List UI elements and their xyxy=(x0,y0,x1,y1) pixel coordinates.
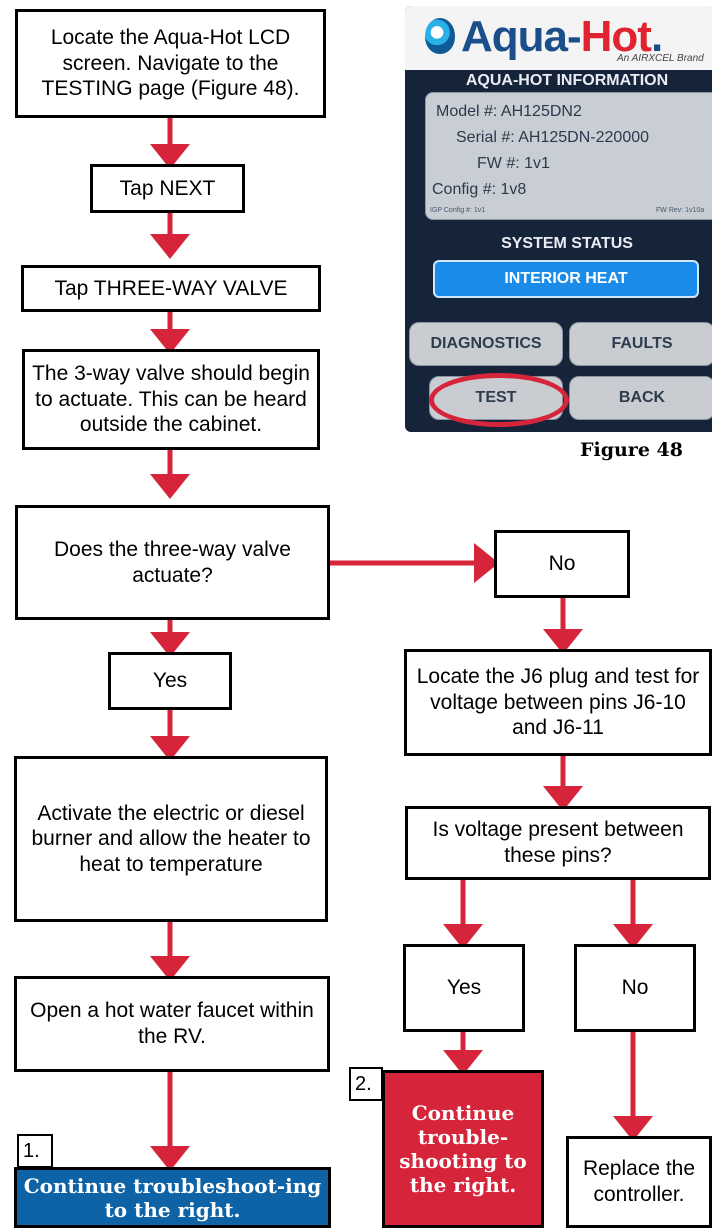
yes-left-box: Yes xyxy=(108,652,232,710)
info-title: AQUA-HOT INFORMATION xyxy=(465,72,669,89)
valve-actuate-box: The 3-way valve should begin to actuate.… xyxy=(22,349,320,450)
question-actuate-box: Does the three-way valve actuate? xyxy=(15,505,330,620)
locate-j6-box: Locate the J6 plug and test for voltage … xyxy=(404,649,712,756)
question-actuate-text: Does the three-way valve actuate? xyxy=(54,537,291,587)
water-drop-icon xyxy=(425,18,455,54)
faults-button[interactable]: FAULTS xyxy=(569,322,712,366)
diagnostics-button[interactable]: DIAGNOSTICS xyxy=(409,322,563,366)
yes-right-text: Yes xyxy=(446,976,482,1000)
replace-controller-box: Replace the controller. xyxy=(566,1136,712,1228)
question-voltage-text: Is voltage present between these pins? xyxy=(432,818,684,867)
no-right-text: No xyxy=(621,976,649,1000)
tap-next-box: Tap NEXT xyxy=(90,164,245,213)
step1-number: 1. xyxy=(17,1134,53,1168)
valve-actuate-text: The 3-way valve should begin to actuate.… xyxy=(32,362,310,437)
step2-number: 2. xyxy=(349,1067,383,1101)
activate-burner-text: Activate the electric or diesel burner a… xyxy=(31,801,311,876)
system-status-label: SYSTEM STATUS xyxy=(501,235,633,252)
no-left-box: No xyxy=(494,530,630,598)
activate-burner-box: Activate the electric or diesel burner a… xyxy=(14,756,328,922)
step1-text: Continue troubleshoot-ing to the right. xyxy=(23,1173,322,1222)
step2-text: Continue trouble-shooting to the right. xyxy=(399,1101,527,1197)
no-left-text: No xyxy=(548,552,576,576)
brand-logo: Aqua-Hot. xyxy=(461,12,663,61)
fw-rev: FW Rev: 1v10a xyxy=(656,207,705,214)
replace-controller-text: Replace the controller. xyxy=(582,1157,696,1206)
step1-box: Continue troubleshoot-ing to the right. xyxy=(14,1167,331,1228)
yes-left-text: Yes xyxy=(152,669,188,693)
test-highlight-circle xyxy=(429,373,569,427)
brand-subtitle: An AIRXCEL Brand xyxy=(617,53,704,64)
fw-number: FW #: 1v1 xyxy=(477,155,550,172)
info-panel: Model #: AH125DN2 Serial #: AH125DN-2200… xyxy=(425,92,712,220)
igp-config: IGP Config #: 1v1 xyxy=(430,207,486,214)
model-number: Model #: AH125DN2 xyxy=(436,103,582,120)
step2-box: Continue trouble-shooting to the right. xyxy=(382,1070,544,1228)
interior-heat-button[interactable]: INTERIOR HEAT xyxy=(433,260,699,298)
config-number: Config #: 1v8 xyxy=(432,181,527,198)
locate-screen-text: Locate the Aqua-Hot LCD screen. Navigate… xyxy=(41,26,300,101)
yes-right-box: Yes xyxy=(403,944,525,1032)
tap-valve-text: Tap THREE-WAY VALVE xyxy=(54,276,288,300)
locate-j6-text: Locate the J6 plug and test for voltage … xyxy=(416,665,700,740)
tap-next-text: Tap NEXT xyxy=(119,176,216,200)
figure-caption: Figure 48 xyxy=(580,439,683,461)
open-faucet-box: Open a hot water faucet within the RV. xyxy=(14,976,330,1072)
no-right-box: No xyxy=(574,944,696,1032)
aqua-hot-screen: Aqua-Hot. An AIRXCEL Brand AQUA-HOT INFO… xyxy=(405,6,712,432)
brand-header: Aqua-Hot. An AIRXCEL Brand xyxy=(405,6,712,70)
back-button[interactable]: BACK xyxy=(569,376,712,420)
tap-valve-box: Tap THREE-WAY VALVE xyxy=(21,265,321,312)
serial-number: Serial #: AH125DN-220000 xyxy=(456,129,650,146)
question-voltage-box: Is voltage present between these pins? xyxy=(405,806,711,880)
locate-screen-box: Locate the Aqua-Hot LCD screen. Navigate… xyxy=(15,9,326,118)
open-faucet-text: Open a hot water faucet within the RV. xyxy=(30,999,314,1048)
